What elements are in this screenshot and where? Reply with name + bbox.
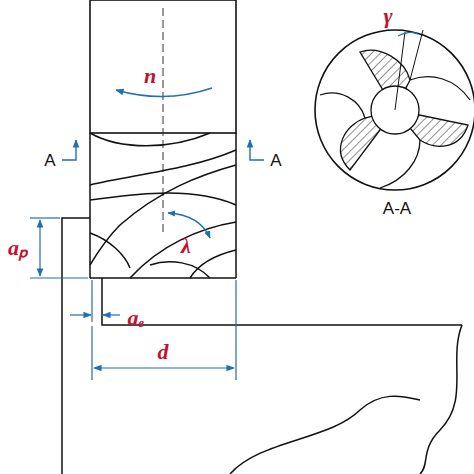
fluted-part bbox=[90, 133, 236, 278]
diameter-label: d bbox=[158, 341, 169, 363]
shank bbox=[90, 0, 236, 133]
depth-dimension bbox=[30, 218, 88, 278]
workpiece bbox=[62, 218, 462, 474]
section-letter: A bbox=[44, 152, 55, 169]
rotation-arrow bbox=[116, 88, 212, 97]
section-marks bbox=[62, 140, 264, 160]
helix-angle-label: λ bbox=[181, 235, 191, 257]
section-letter: A bbox=[270, 152, 281, 169]
section-title: A-A bbox=[383, 200, 411, 217]
diameter-dimension bbox=[92, 280, 236, 380]
axis-line bbox=[163, 8, 164, 232]
cross-section bbox=[315, 30, 474, 190]
width-label: aₑ bbox=[127, 307, 144, 329]
depth-label: aₚ bbox=[8, 237, 28, 259]
rotation-label: n bbox=[144, 65, 156, 87]
width-dimension bbox=[70, 280, 120, 322]
rake-angle-label: γ bbox=[383, 5, 392, 27]
